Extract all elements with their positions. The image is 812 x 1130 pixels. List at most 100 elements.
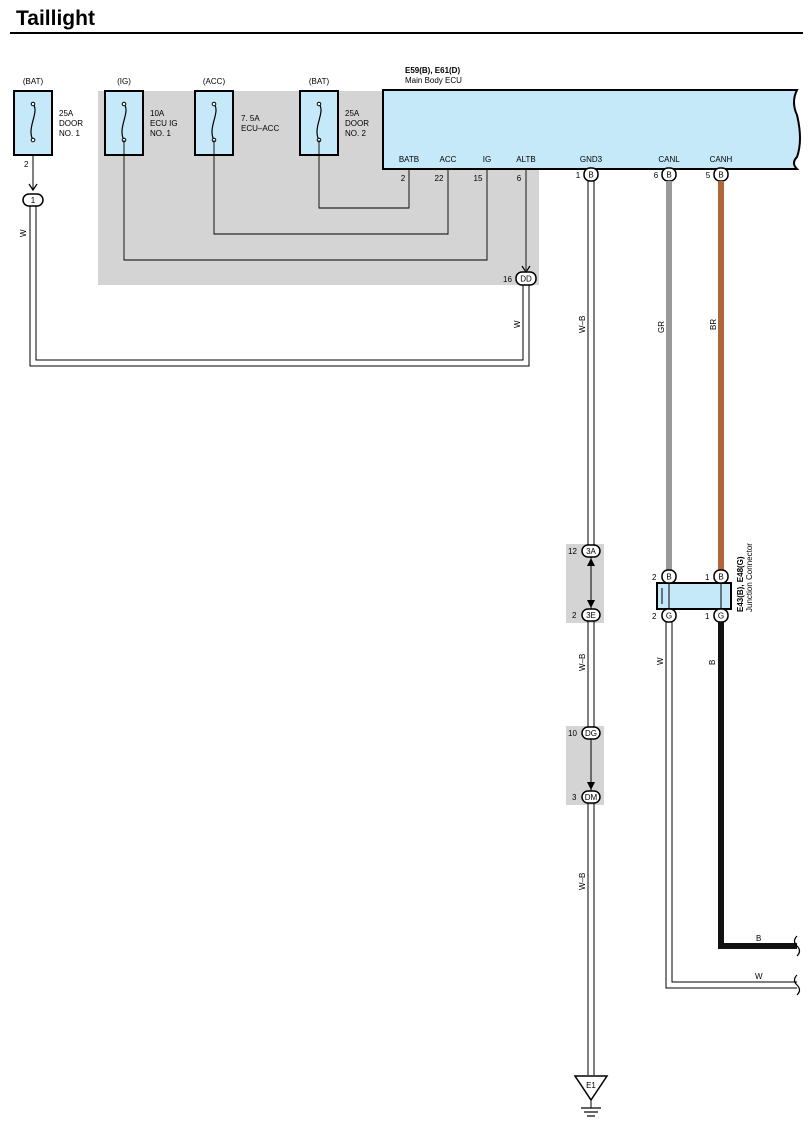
fuse-source-label: (BAT) — [23, 77, 44, 86]
terminal-acc: ACC — [440, 155, 457, 164]
ecu-codes: E59(B), E61(D) — [405, 66, 460, 75]
fuse-name-line1: DOOR — [59, 119, 83, 128]
pin-canl: 6 — [654, 171, 659, 180]
wire-color-w-dd: W — [513, 320, 522, 328]
svg-text:3A: 3A — [586, 547, 596, 556]
fuse-name-line1: DOOR — [345, 119, 369, 128]
ground-label: E1 — [586, 1081, 596, 1090]
terminal-canl: CANL — [658, 155, 680, 164]
fuse-rating: 7. 5A — [241, 114, 260, 123]
wire-color-b-jc: B — [708, 660, 717, 665]
fuse-rating: 10A — [150, 109, 165, 118]
connector-dg-pin: 10 — [568, 729, 577, 738]
svg-text:DD: DD — [520, 275, 532, 284]
svg-text:B: B — [718, 573, 723, 582]
ecu-connector-canh: B — [713, 167, 729, 182]
fuse-door-no2: (BAT) 25A DOOR NO. 2 — [299, 77, 369, 156]
pin-ig: 15 — [474, 174, 483, 183]
fuse-rating: 25A — [59, 109, 74, 118]
junction-connector — [656, 582, 732, 610]
jc-pin-top-right: 1 — [705, 573, 710, 582]
wire-w-jc — [665, 622, 797, 989]
pin-batb: 2 — [401, 174, 406, 183]
svg-text:3E: 3E — [586, 611, 596, 620]
ecu-connector-canl: B — [661, 167, 677, 182]
fuse-door-no1: (BAT) 25A DOOR NO. 1 — [13, 77, 83, 156]
terminal-ig: IG — [483, 155, 491, 164]
pin-acc: 22 — [435, 174, 444, 183]
fuse-name-line2: NO. 2 — [345, 129, 366, 138]
connector-dd-pin: 16 — [503, 275, 512, 284]
svg-text:B: B — [666, 573, 671, 582]
link-3a-3e — [587, 557, 595, 609]
ecu-name: Main Body ECU — [405, 76, 462, 85]
jc-pin-bot-left: 2 — [652, 612, 657, 621]
connector-3a: 3A — [581, 544, 601, 558]
terminal-batb: BATB — [399, 155, 419, 164]
fuse-source-label: (IG) — [117, 77, 131, 86]
continuation-mark-w — [793, 974, 801, 996]
connector-dm-pin: 3 — [572, 793, 577, 802]
fuse-name-line1: ECU–ACC — [241, 124, 279, 133]
svg-text:B: B — [588, 171, 593, 180]
fuse-name-line2: NO. 1 — [59, 129, 80, 138]
ground-e1: E1 — [573, 1075, 609, 1117]
terminal-altb: ALTB — [516, 155, 535, 164]
jc-conn-top-right: B — [713, 569, 729, 584]
arrow-fuse1 — [28, 183, 38, 192]
terminal-canh: CANH — [710, 155, 733, 164]
fuse-source-label: (BAT) — [309, 77, 330, 86]
svg-text:1: 1 — [31, 196, 36, 205]
connector-dg: DG — [581, 726, 601, 740]
internal-wires — [123, 140, 527, 270]
wire-color-b-end: B — [756, 934, 761, 943]
wire-ig-to-ig — [123, 140, 488, 261]
connector-3a-pin: 12 — [568, 547, 577, 556]
wire-color-wb-1: W–B — [578, 316, 587, 333]
page-title: Taillight — [16, 7, 95, 30]
connector-1: 1 — [22, 193, 44, 207]
svg-text:G: G — [666, 612, 672, 621]
main-body-ecu — [382, 89, 801, 170]
wire-color-br: BR — [709, 319, 718, 330]
jc-conn-top-left: B — [661, 569, 677, 584]
fuse-name-line2: NO. 1 — [150, 129, 171, 138]
junction-codes: E43(B), E48(G) — [736, 556, 745, 612]
fuse1-pin: 2 — [24, 160, 29, 169]
pin-gnd3: 1 — [576, 171, 581, 180]
wire-color-w-left: W — [19, 229, 28, 237]
wire-wb-ground — [587, 181, 595, 1075]
connector-dm: DM — [581, 790, 601, 804]
fuse-name-line1: ECU IG — [150, 119, 178, 128]
wire-color-gr: GR — [657, 321, 666, 333]
ecu-connector-gnd3: B — [583, 167, 599, 182]
svg-text:DG: DG — [585, 729, 597, 738]
svg-text:B: B — [666, 171, 671, 180]
wire-w-loop — [29, 206, 530, 367]
svg-text:B: B — [718, 171, 723, 180]
jc-conn-bot-right: G — [713, 608, 729, 623]
wire-color-w-jc: W — [656, 657, 665, 665]
wire-color-wb-2: W–B — [578, 654, 587, 671]
connector-dd: DD — [515, 271, 537, 286]
wire-color-w-end: W — [755, 972, 763, 981]
connector-3e: 3E — [581, 608, 601, 622]
wire-acc-to-acc — [213, 140, 449, 235]
link-dg-dm — [587, 739, 595, 791]
wire-color-wb-3: W–B — [578, 873, 587, 890]
svg-text:G: G — [718, 612, 724, 621]
pin-altb: 6 — [517, 174, 522, 183]
jc-pin-top-left: 2 — [652, 573, 657, 582]
fuse-source-label: (ACC) — [203, 77, 226, 86]
wire-door2-to-batb — [318, 140, 410, 209]
pin-canh: 5 — [706, 171, 711, 180]
jc-conn-bot-left: G — [661, 608, 677, 623]
terminal-gnd3: GND3 — [580, 155, 603, 164]
svg-text:DM: DM — [585, 793, 598, 802]
wire-b — [718, 622, 797, 949]
junction-name: Junction Connector — [745, 543, 754, 612]
fuse-rating: 25A — [345, 109, 360, 118]
continuation-mark-b — [793, 935, 801, 957]
connector-3e-pin: 2 — [572, 611, 577, 620]
